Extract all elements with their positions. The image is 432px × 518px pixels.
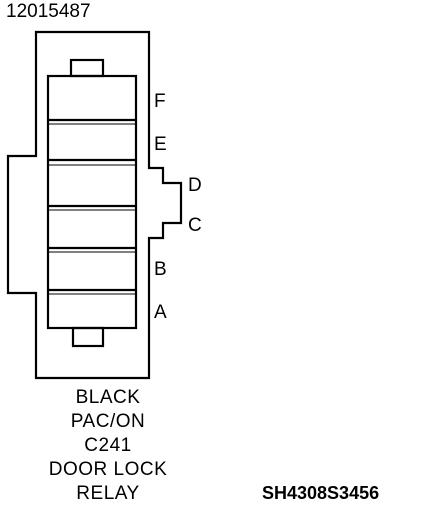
pin-label-b: B [154,259,167,280]
bottom-key [71,326,105,348]
caption-line-connector-type: PAC/ON [70,411,146,432]
caption-line-component: DOOR LOCK [48,459,168,480]
part-number: 12015487 [6,1,91,22]
pin-label-f: F [154,91,166,112]
caption-line-connector-id: C241 [84,435,132,456]
pin-label-a: A [154,302,167,323]
pin-label-d: D [188,175,202,196]
pin-label-c: C [188,215,202,236]
caption-line-component-2: RELAY [76,483,140,504]
connector-caption: BLACK PAC/ON C241 DOOR LOCK RELAY [20,386,196,506]
caption-line-color: BLACK [75,387,141,408]
pin-label-e: E [154,134,167,155]
reference-code: SH4308S3456 [262,483,380,503]
connector-housing-outline [6,30,183,380]
top-key [69,58,105,78]
